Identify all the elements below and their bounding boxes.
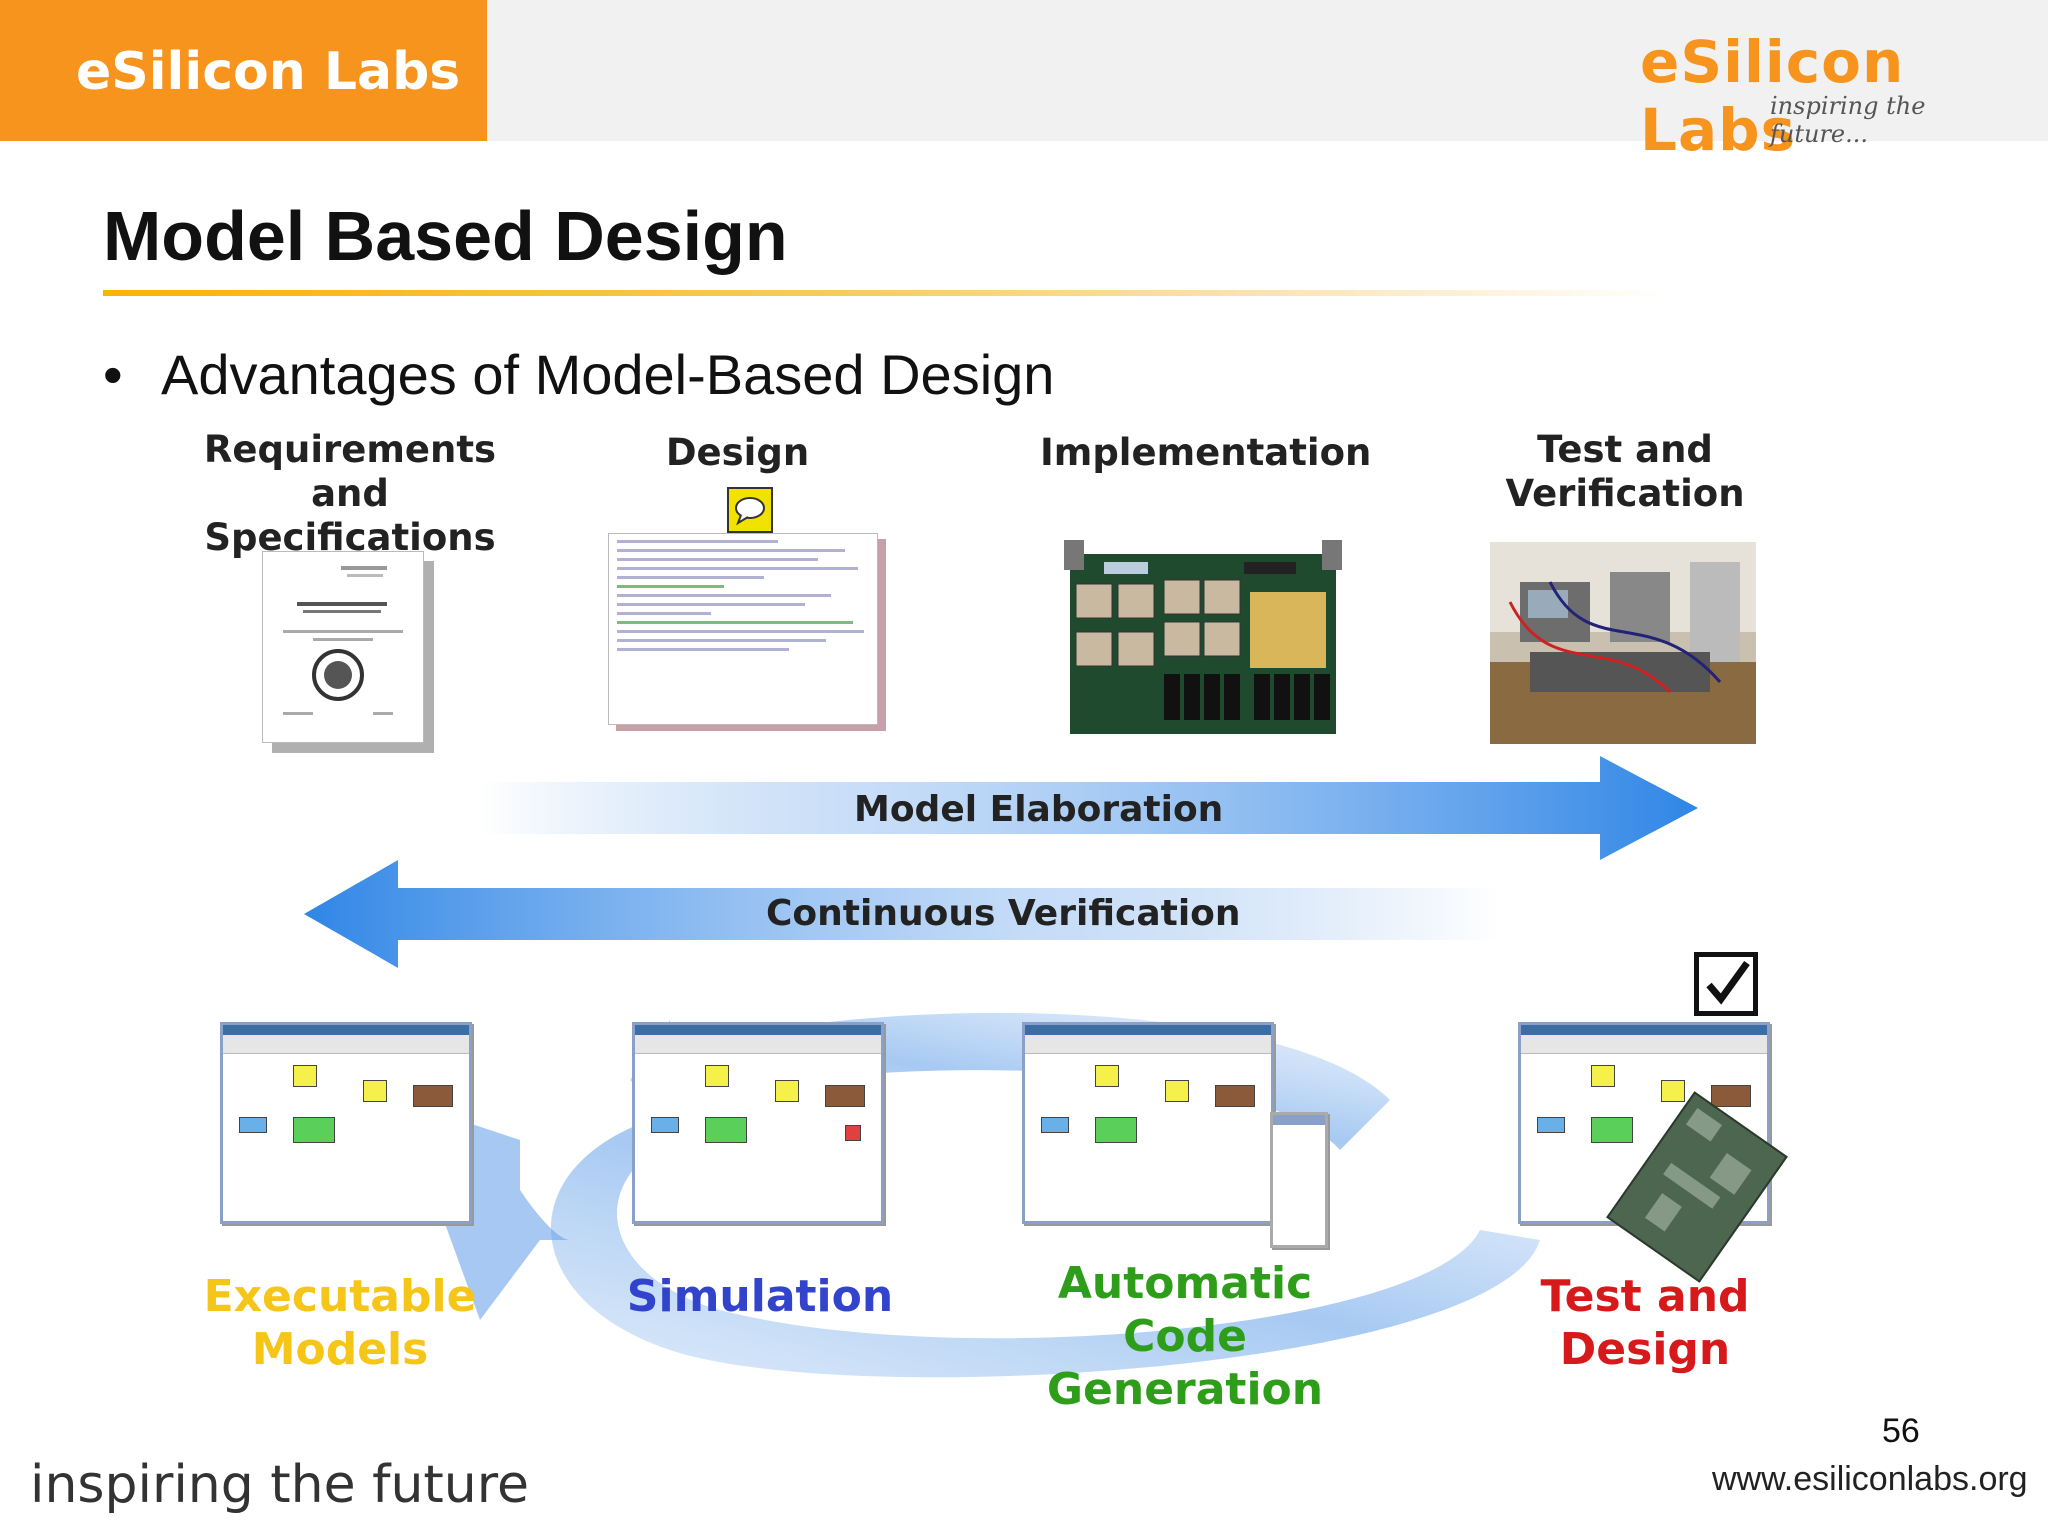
stage-heading-design: Design — [665, 431, 810, 474]
model-window-3 — [1022, 1022, 1274, 1224]
bullet-point: •Advantages of Model-Based Design — [103, 343, 1055, 406]
cycle-label-test-design: Test and Design — [1540, 1271, 1750, 1375]
chip-board-image — [1606, 1091, 1788, 1283]
bullet-text: Advantages of Model-Based Design — [161, 343, 1055, 406]
continuous-verification-arrow — [304, 860, 1500, 968]
esilicon-logo: eSilicon Labs inspiring the future... — [1640, 28, 2010, 164]
page-number: 56 — [1882, 1412, 1920, 1450]
header-bar — [487, 0, 2048, 141]
slide-title: Model Based Design — [103, 197, 788, 275]
stage-heading-requirements: Requirements and Specifications — [203, 428, 497, 559]
logo-wordmark: eSilicon Labs — [1640, 28, 1905, 164]
model-elaboration-label: Model Elaboration — [854, 789, 1224, 830]
requirements-document-image — [262, 551, 424, 743]
cycle-label-executable-models: Executable Models — [203, 1271, 477, 1375]
circuit-board-image — [1064, 540, 1342, 735]
model-window-2 — [632, 1022, 884, 1224]
speech-bubble-icon — [727, 487, 773, 533]
continuous-verification-label: Continuous Verification — [766, 893, 1241, 934]
logo-tagline: inspiring the future... — [1770, 92, 1926, 148]
title-underline — [103, 290, 1663, 296]
check-box-icon — [1694, 952, 1758, 1016]
footer-tagline: inspiring the future — [30, 1455, 529, 1515]
cycle-label-code-generation: Automatic Code Generation — [1046, 1258, 1324, 1415]
test-lab-image — [1490, 542, 1756, 744]
header-brand-bar — [0, 0, 487, 141]
model-elaboration-arrow — [480, 756, 1698, 860]
document-seal-icon — [283, 566, 403, 715]
header-brand: eSilicon Labs — [76, 42, 461, 102]
model-window-1 — [220, 1022, 472, 1224]
code-window — [1270, 1112, 1328, 1248]
stage-heading-implementation: Implementation — [1040, 431, 1372, 474]
footer-url[interactable]: www.esiliconlabs.org — [1712, 1460, 2028, 1498]
cycle-label-simulation: Simulation — [626, 1271, 894, 1322]
code-listing-image — [608, 533, 878, 725]
stage-heading-test: Test and Verification — [1505, 428, 1745, 515]
verification-arrows — [304, 756, 1698, 968]
